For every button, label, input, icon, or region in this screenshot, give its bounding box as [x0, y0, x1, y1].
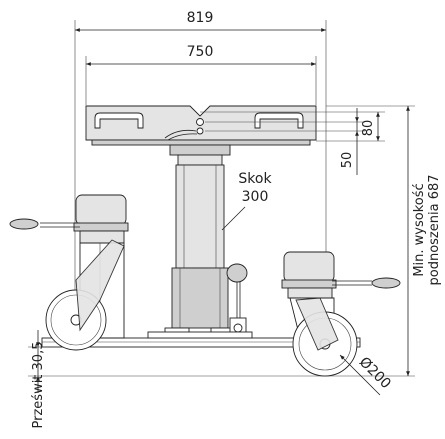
dimension-overall-width: 819 — [74, 10, 327, 305]
plate-width-label: 750 — [187, 44, 214, 60]
right-handle — [254, 112, 304, 129]
dimension-plate-width: 750 — [85, 44, 317, 105]
min-height-label-line1: Min. wysokość — [412, 183, 427, 276]
pump-pedal — [226, 263, 248, 341]
dimension-plate-heights: 80 50 — [200, 108, 385, 175]
top-plate — [85, 105, 317, 146]
min-height-label-line2: podnoszenia 687 — [427, 174, 442, 285]
overall-width-label: 819 — [187, 10, 214, 26]
right-brake-handle — [371, 277, 401, 289]
stroke-label: Skok — [238, 171, 272, 187]
lift-column — [164, 144, 236, 339]
left-handle — [94, 112, 144, 129]
left-caster — [9, 194, 129, 351]
right-caster — [281, 251, 401, 377]
clearance-label: Prześwit 30,5 — [31, 342, 46, 429]
stroke-annotation: Skok 300 — [221, 171, 272, 231]
stroke-value: 300 — [242, 189, 269, 205]
wheel-diameter-label: Ø200 — [356, 354, 394, 392]
plate-thickness-label: 50 — [340, 152, 355, 169]
left-brake-handle — [9, 218, 39, 230]
dimension-min-height: Min. wysokość podnoszenia 687 — [326, 105, 442, 377]
handle-height-label: 80 — [361, 120, 376, 137]
dimension-clearance: Prześwit 30,5 — [28, 330, 60, 428]
